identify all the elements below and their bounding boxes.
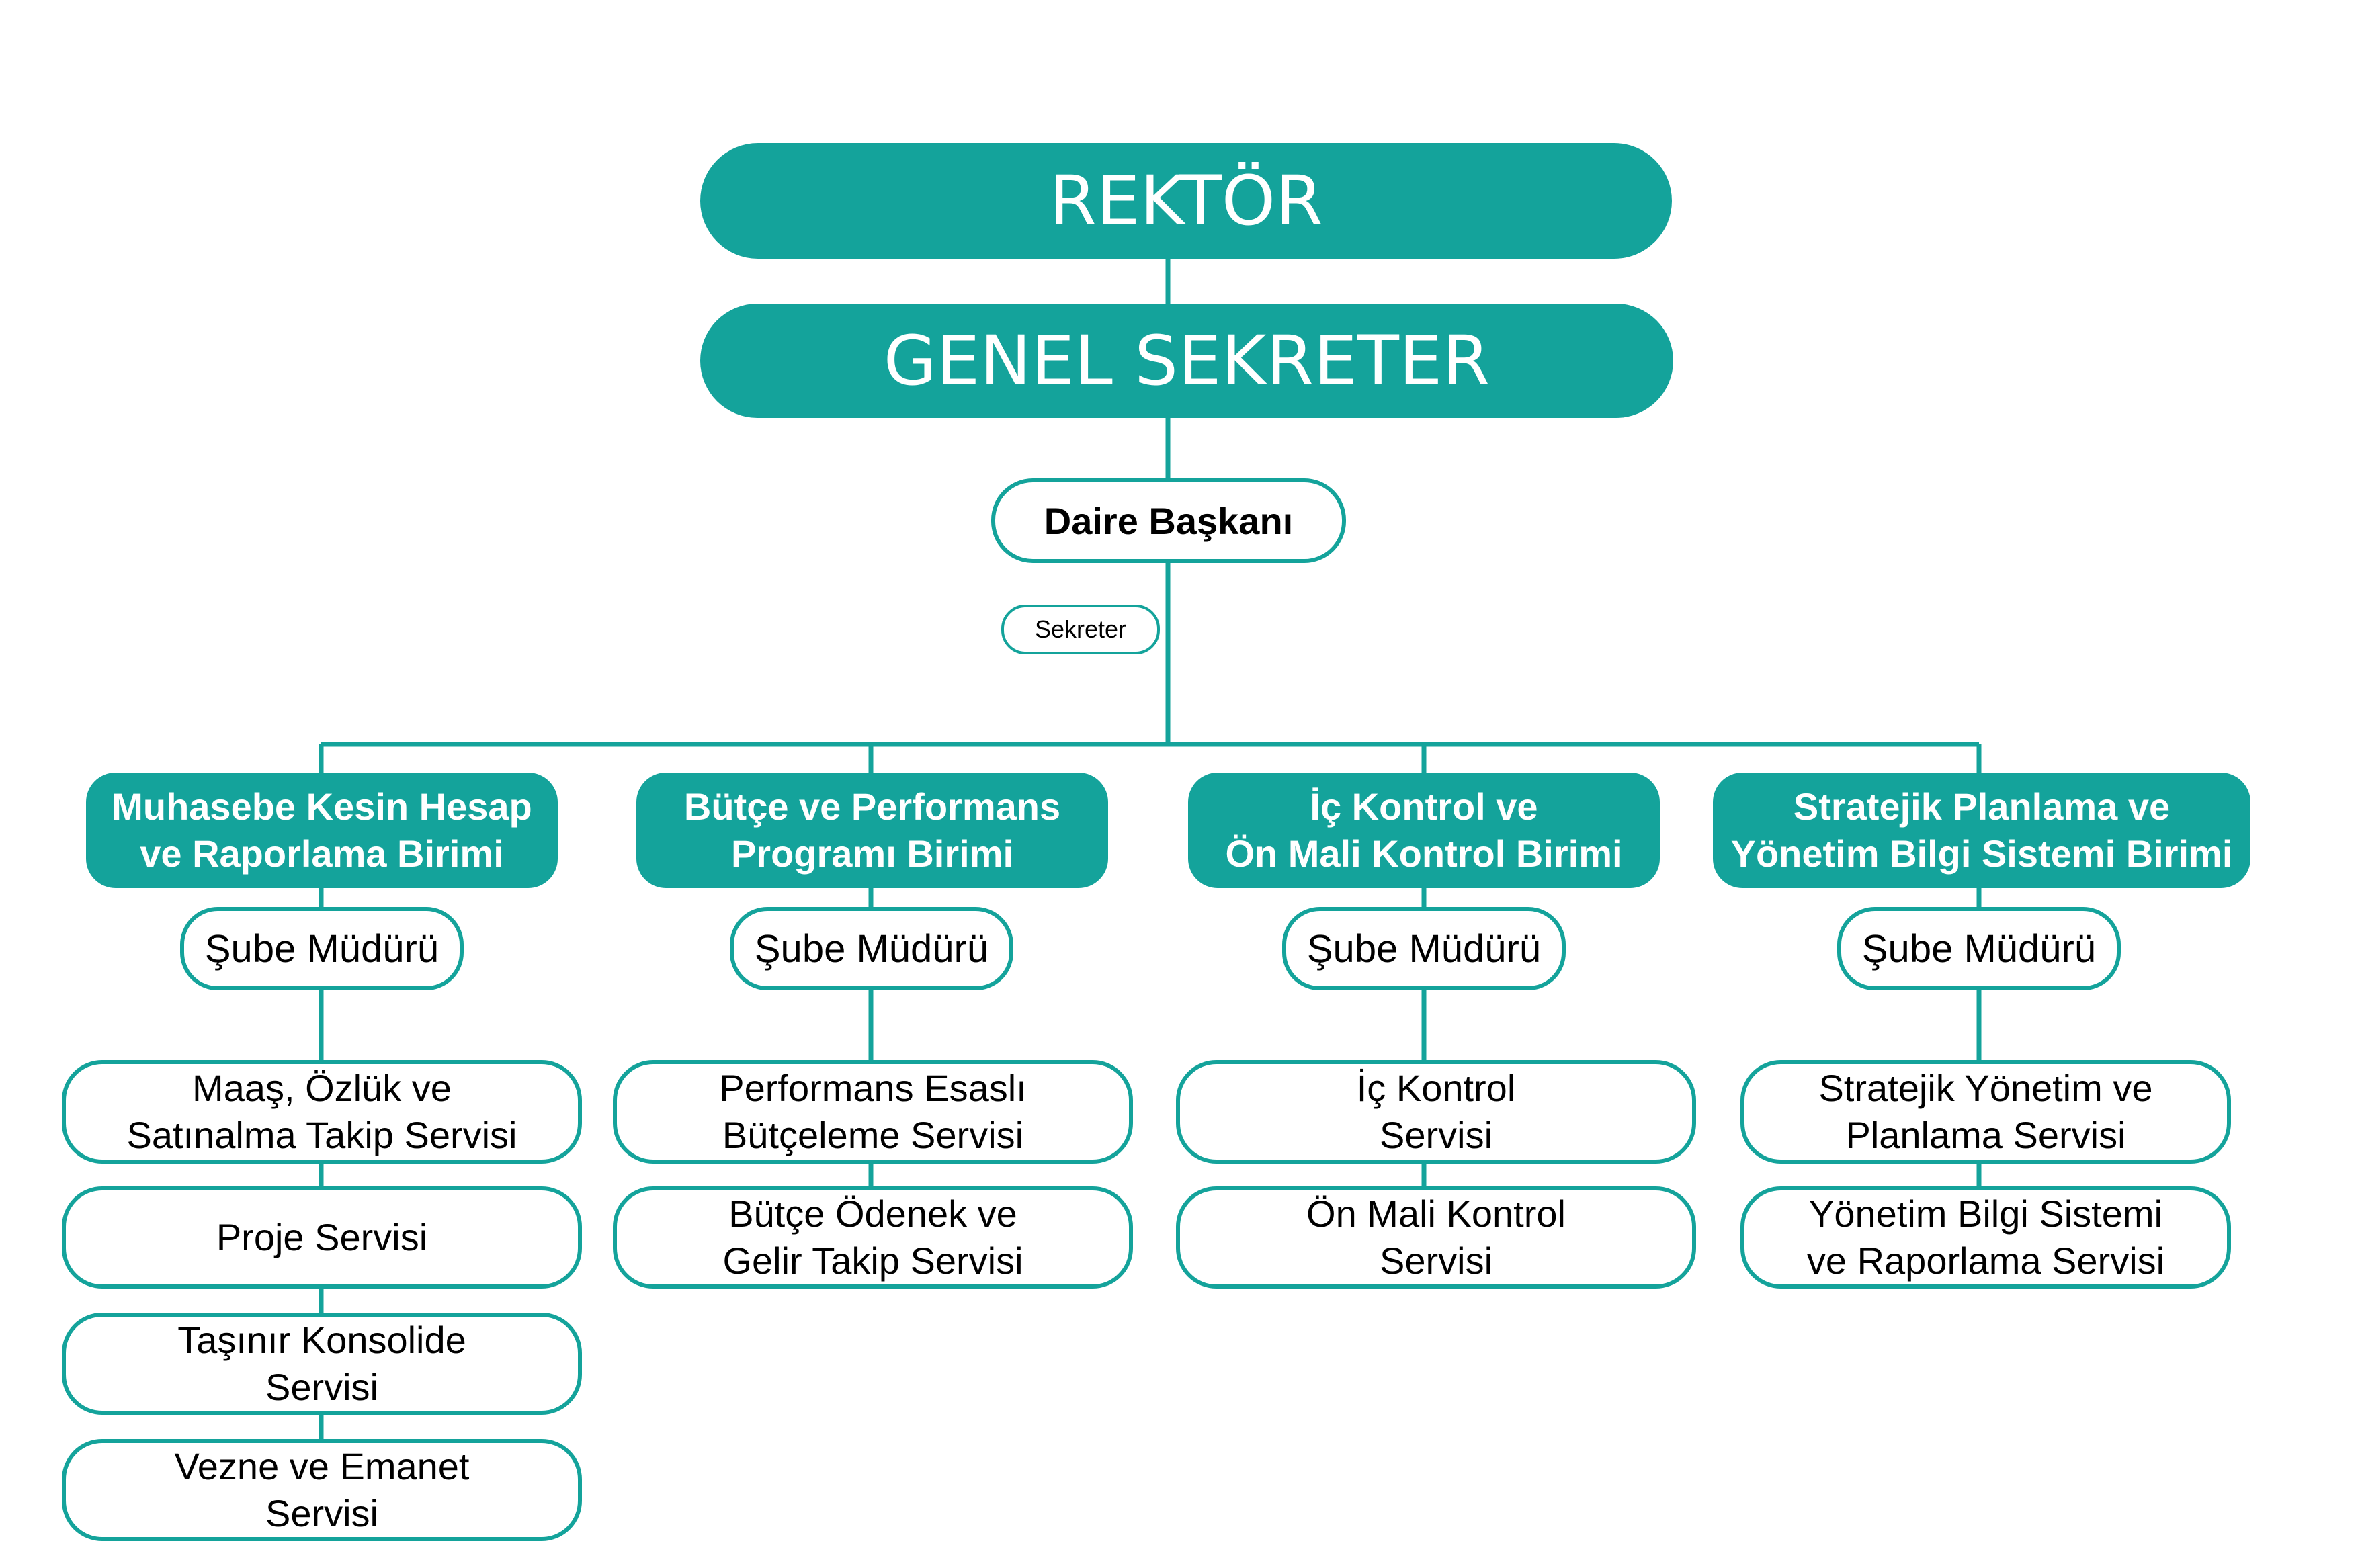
service-proje: Proje Servisi	[62, 1186, 582, 1289]
genel-sekreter-box: GENEL SEKRETER	[700, 304, 1673, 418]
service-performans-esasli: Performans Esaslı Bütçeleme Servisi	[613, 1060, 1133, 1164]
service-butce-odenek: Bütçe Ödenek ve Gelir Takip Servisi	[613, 1186, 1133, 1289]
service-on-mali-kontrol: Ön Mali Kontrol Servisi	[1176, 1186, 1696, 1289]
unit-stratejik-planlama-box: Stratejik Planlama ve Yönetim Bilgi Sist…	[1713, 773, 2250, 888]
sube-muduru-box-muhasebe: Şube Müdürü	[180, 907, 464, 990]
sekreter-box: Sekreter	[1001, 605, 1160, 654]
sube-muduru-box-butce: Şube Müdürü	[730, 907, 1013, 990]
service-tasinir-konsolide: Taşınır Konsolide Servisi	[62, 1313, 582, 1415]
rektor-box: REKTÖR	[700, 143, 1672, 259]
service-ic-kontrol: İç Kontrol Servisi	[1176, 1060, 1696, 1164]
service-yonetim-bilgi-sistemi: Yönetim Bilgi Sistemi ve Raporlama Servi…	[1740, 1186, 2231, 1289]
unit-ic-kontrol-box: İç Kontrol ve Ön Mali Kontrol Birimi	[1188, 773, 1660, 888]
sube-muduru-box-stratejik: Şube Müdürü	[1837, 907, 2121, 990]
service-stratejik-yonetim: Stratejik Yönetim ve Planlama Servisi	[1740, 1060, 2231, 1164]
service-vezne-emanet: Vezne ve Emanet Servisi	[62, 1439, 582, 1541]
sube-muduru-box-ic-kontrol: Şube Müdürü	[1282, 907, 1566, 990]
unit-butce-performans-box: Bütçe ve Performans Programı Birimi	[636, 773, 1108, 888]
service-maas-ozluk-satinalma: Maaş, Özlük ve Satınalma Takip Servisi	[62, 1060, 582, 1164]
unit-muhasebe-box: Muhasebe Kesin Hesap ve Raporlama Birimi	[86, 773, 558, 888]
daire-baskani-box: Daire Başkanı	[991, 478, 1346, 563]
